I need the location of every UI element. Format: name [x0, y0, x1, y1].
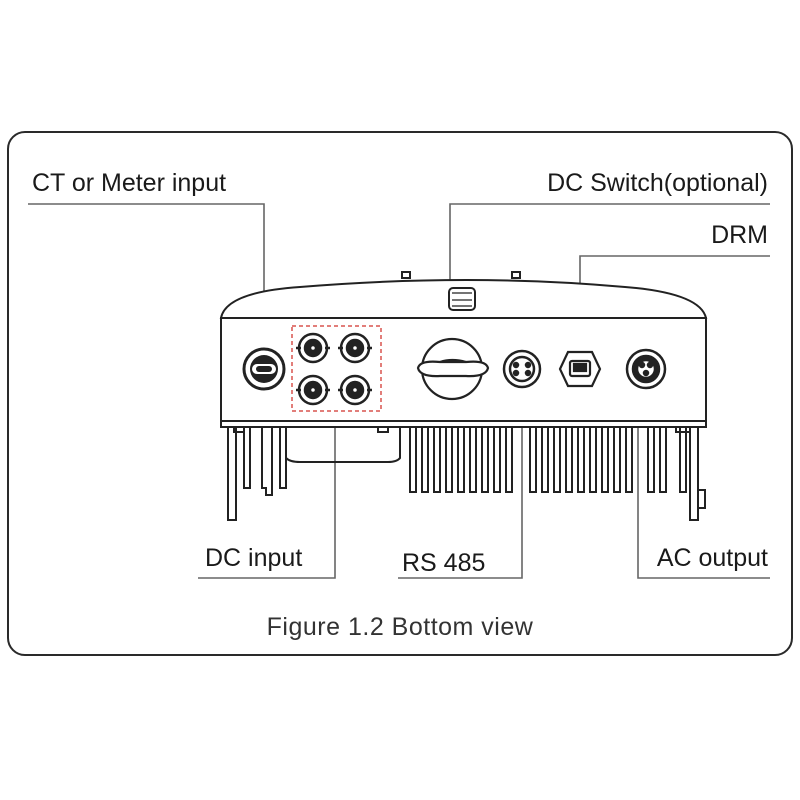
ac-port-icon	[625, 348, 667, 390]
label-rs485: RS 485	[402, 549, 486, 577]
figure-frame	[7, 131, 793, 656]
heat-sink-fins	[409, 427, 667, 493]
drm-port-icon	[558, 350, 602, 388]
label-drm: DRM	[711, 221, 768, 249]
label-ac-output: AC output	[656, 544, 768, 572]
dc-switch-icon	[416, 337, 490, 401]
label-dc-switch: DC Switch(optional)	[547, 169, 768, 197]
vent-gland	[448, 287, 476, 311]
right-bracket	[675, 426, 706, 521]
rs485-port-icon	[502, 349, 542, 389]
label-ct-meter-input: CT or Meter input	[32, 169, 227, 197]
leader-rs485	[398, 390, 522, 579]
junction-box	[285, 427, 401, 463]
dc-connector-icon	[296, 332, 372, 406]
leader-ac-output	[638, 390, 770, 579]
left-bracket	[227, 426, 389, 521]
ct-port-icon	[242, 347, 286, 391]
label-dc-input: DC input	[205, 544, 303, 572]
leader-dc-input	[198, 414, 335, 579]
figure-caption: Figure 1.2 Bottom view	[266, 613, 534, 641]
dc-input-highlight	[291, 325, 382, 412]
